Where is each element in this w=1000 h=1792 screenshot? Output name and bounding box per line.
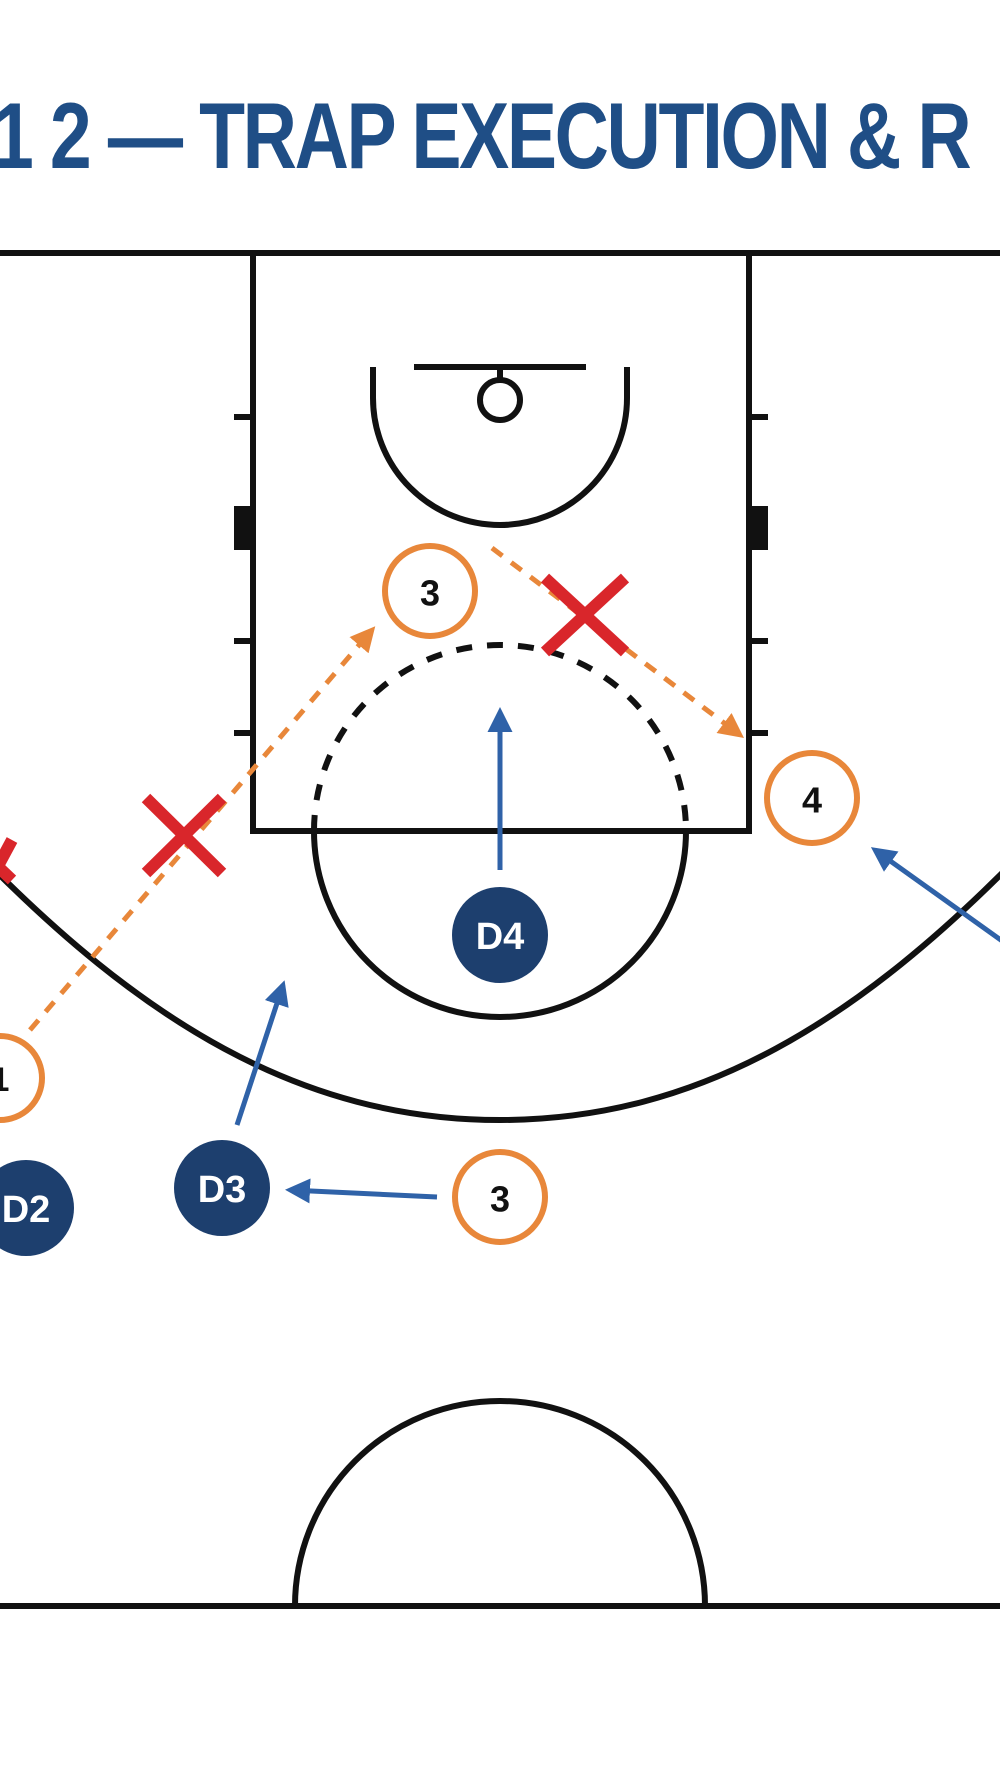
- center-circle: [292, 1398, 708, 1607]
- deny-marks: [0, 573, 630, 885]
- svg-text:4: 4: [802, 780, 822, 821]
- defender-d2: D2: [0, 1160, 74, 1256]
- three-point-arc: [0, 870, 1000, 1124]
- svg-text:1: 1: [0, 1061, 9, 1099]
- svg-text:3: 3: [420, 573, 440, 614]
- free-throw-circle-bottom: [311, 830, 689, 1020]
- d3-move-arrow: [234, 980, 289, 1126]
- svg-text:D4: D4: [476, 916, 525, 958]
- defender-d3: D3: [174, 1140, 270, 1236]
- svg-text:3: 3: [490, 1179, 510, 1220]
- rim: [477, 377, 523, 423]
- wing-recover-arrow: [870, 847, 1000, 943]
- d3-slide-arrow: [285, 1178, 438, 1204]
- svg-text:D2: D2: [2, 1189, 51, 1231]
- svg-text:D3: D3: [198, 1169, 247, 1211]
- offense-player-3-paint: 3: [382, 543, 478, 639]
- diagram-title: 1 2 — TRAP EXECUTION & R: [0, 83, 972, 188]
- offense-player-4-wing: 4: [764, 750, 860, 846]
- offense-player-1-left: 1: [0, 1033, 45, 1123]
- defender-movement: [234, 707, 1000, 1204]
- restricted-area-arc: [370, 367, 630, 528]
- offense-player-3-top: 3: [452, 1149, 548, 1245]
- defender-d4: D4: [452, 887, 548, 983]
- red-x-icon: [540, 573, 630, 657]
- red-x-icon: [0, 837, 18, 885]
- red-x-icon: [141, 793, 227, 878]
- lane-hash-marks: [234, 414, 768, 736]
- pass-arrow-1-to-3: [28, 626, 376, 1032]
- free-throw-circle-top-dashed: [311, 642, 689, 832]
